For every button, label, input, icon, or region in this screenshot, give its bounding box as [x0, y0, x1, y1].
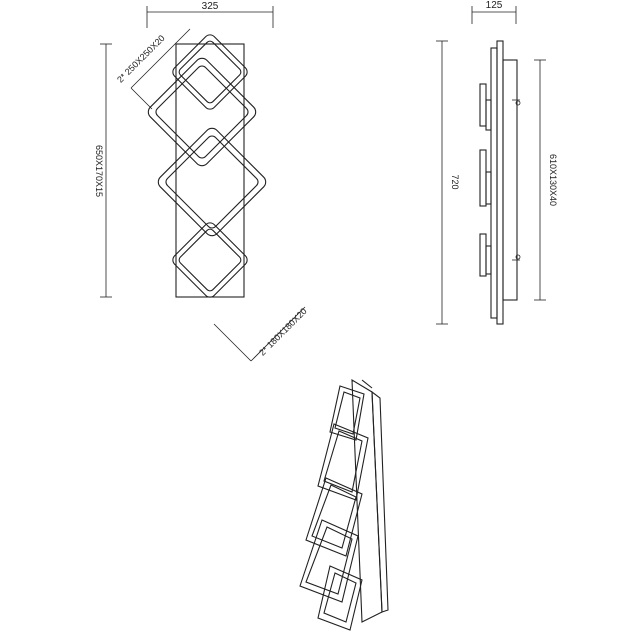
total-height-dimension: 720	[436, 40, 460, 325]
ring-profile-1	[485, 99, 492, 131]
iso-ring-upper	[317, 423, 369, 501]
diamond-ring-bottom	[172, 222, 248, 298]
ring-profile-5	[479, 233, 487, 277]
width-dimension: 325	[146, 1, 274, 28]
large-squares-label: 2* 250X250X20	[115, 33, 167, 85]
small-squares-label: 2* 180X180X20	[257, 306, 309, 358]
screw-marker-top	[512, 99, 521, 106]
screw-marker-bottom	[512, 254, 521, 261]
front-view: 325 650X170X15 2* 250X250X20 2* 180X180X…	[94, 1, 309, 362]
backplate-label: 650X170X15	[94, 145, 104, 197]
total-height-label: 720	[450, 174, 460, 189]
side-mounting-plate	[502, 59, 518, 301]
large-squares-dimension: 2* 250X250X20	[115, 28, 191, 110]
width-label: 325	[202, 1, 219, 12]
iso-backplate	[351, 379, 389, 623]
backplate-dimension: 650X170X15	[94, 43, 112, 298]
ring-profile-2	[479, 83, 487, 127]
body-dimension: 610X130X40	[534, 59, 558, 301]
body-label: 610X130X40	[548, 154, 558, 206]
side-view: 125 720 610X130X40	[436, 0, 558, 325]
ring-profile-3	[479, 149, 487, 207]
diamond-ring-upper	[147, 57, 257, 167]
iso-ring-lower	[299, 519, 359, 603]
small-squares-dimension: 2* 180X180X20	[213, 306, 309, 362]
ring-profile-6	[485, 245, 492, 275]
iso-ring-top	[329, 385, 365, 441]
depth-label: 125	[486, 0, 503, 11]
depth-dimension: 125	[471, 0, 517, 24]
iso-ring-bottom	[317, 565, 363, 631]
iso-ring-middle	[305, 477, 363, 557]
side-backplate	[496, 40, 504, 325]
isometric-view	[299, 379, 389, 631]
diamond-ring-lower	[157, 127, 267, 237]
side-inner-strip	[490, 47, 498, 319]
front-backplate	[175, 43, 245, 298]
ring-profile-4	[485, 171, 492, 205]
